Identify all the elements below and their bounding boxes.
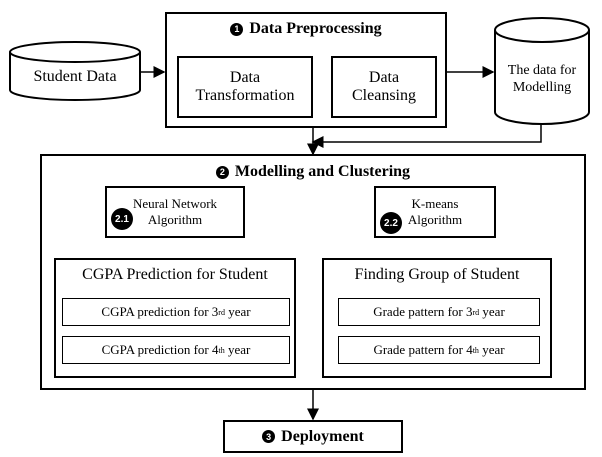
nn-badge: 2.1 bbox=[111, 208, 133, 230]
stage1-data-preprocessing: 1 Data Preprocessing Data Transformation… bbox=[165, 12, 447, 128]
data-transformation-box: Data Transformation bbox=[177, 56, 313, 118]
nn-line1: Neural Network bbox=[132, 196, 218, 212]
modelling-data-label: The data for Modelling bbox=[495, 55, 589, 105]
modelling-data-line1: The data for bbox=[507, 63, 577, 79]
km-badge: 2.2 bbox=[380, 212, 402, 234]
cgpa-4th-text: CGPA prediction for 4 bbox=[101, 342, 219, 357]
data-transformation-line1: Data bbox=[229, 68, 261, 86]
grade-3rd-sup: rd bbox=[472, 307, 480, 317]
modelling-data-cylinder bbox=[494, 17, 590, 125]
stage3-number-badge: 3 bbox=[262, 430, 276, 443]
cgpa-3rd-suffix: year bbox=[224, 304, 251, 319]
modelling-data-line2: Modelling bbox=[512, 80, 572, 95]
data-cleansing-line1: Data bbox=[368, 68, 400, 86]
data-cleansing-line2: Cleansing bbox=[352, 87, 416, 104]
finding-group-panel: Finding Group of Student Grade pattern f… bbox=[322, 258, 552, 378]
student-data-label: Student Data bbox=[10, 62, 140, 92]
nn-line2: Algorithm bbox=[147, 212, 203, 227]
km-line2: Algorithm bbox=[407, 212, 463, 227]
neural-network-algorithm-box: Neural Network Algorithm bbox=[105, 186, 245, 238]
grade-4th-text: Grade pattern for 4 bbox=[373, 342, 473, 357]
cgpa-3rd-sup: rd bbox=[218, 307, 225, 317]
stage3-title-text: Deployment bbox=[281, 427, 364, 445]
student-data-cylinder bbox=[9, 41, 141, 101]
grade-3rd-suffix: year bbox=[479, 304, 505, 319]
cgpa-3rd-text: CGPA prediction for 3 bbox=[101, 304, 219, 319]
data-cleansing-box: Data Cleansing bbox=[331, 56, 437, 118]
stage3-deployment: 3 Deployment bbox=[223, 420, 403, 453]
finding-group-title: Finding Group of Student bbox=[354, 266, 520, 283]
cgpa-panel-title: CGPA Prediction for Student bbox=[82, 266, 268, 283]
km-line1: K-means bbox=[411, 196, 459, 212]
cgpa-4th-suffix: year bbox=[224, 342, 251, 357]
grade-4th-sup: th bbox=[472, 345, 479, 355]
stage2-number-badge: 2 bbox=[215, 165, 229, 179]
grade-3rd-text: Grade pattern for 3 bbox=[373, 304, 473, 319]
stage1-number-badge: 1 bbox=[230, 22, 244, 36]
cgpa-4th-sup: th bbox=[218, 345, 225, 355]
cgpa-prediction-panel: CGPA Prediction for Student CGPA predict… bbox=[54, 258, 296, 378]
stage2-title: 2 Modelling and Clustering bbox=[42, 163, 584, 181]
student-data-text: Student Data bbox=[33, 67, 117, 85]
stage1-title-text: Data Preprocessing bbox=[249, 20, 382, 37]
line-modelling-data-return bbox=[311, 124, 542, 148]
stage1-title: 1 Data Preprocessing bbox=[167, 20, 445, 38]
grade-4th-suffix: year bbox=[478, 342, 505, 357]
stage2-title-text: Modelling and Clustering bbox=[234, 163, 411, 180]
data-transformation-line2: Transformation bbox=[195, 87, 295, 104]
